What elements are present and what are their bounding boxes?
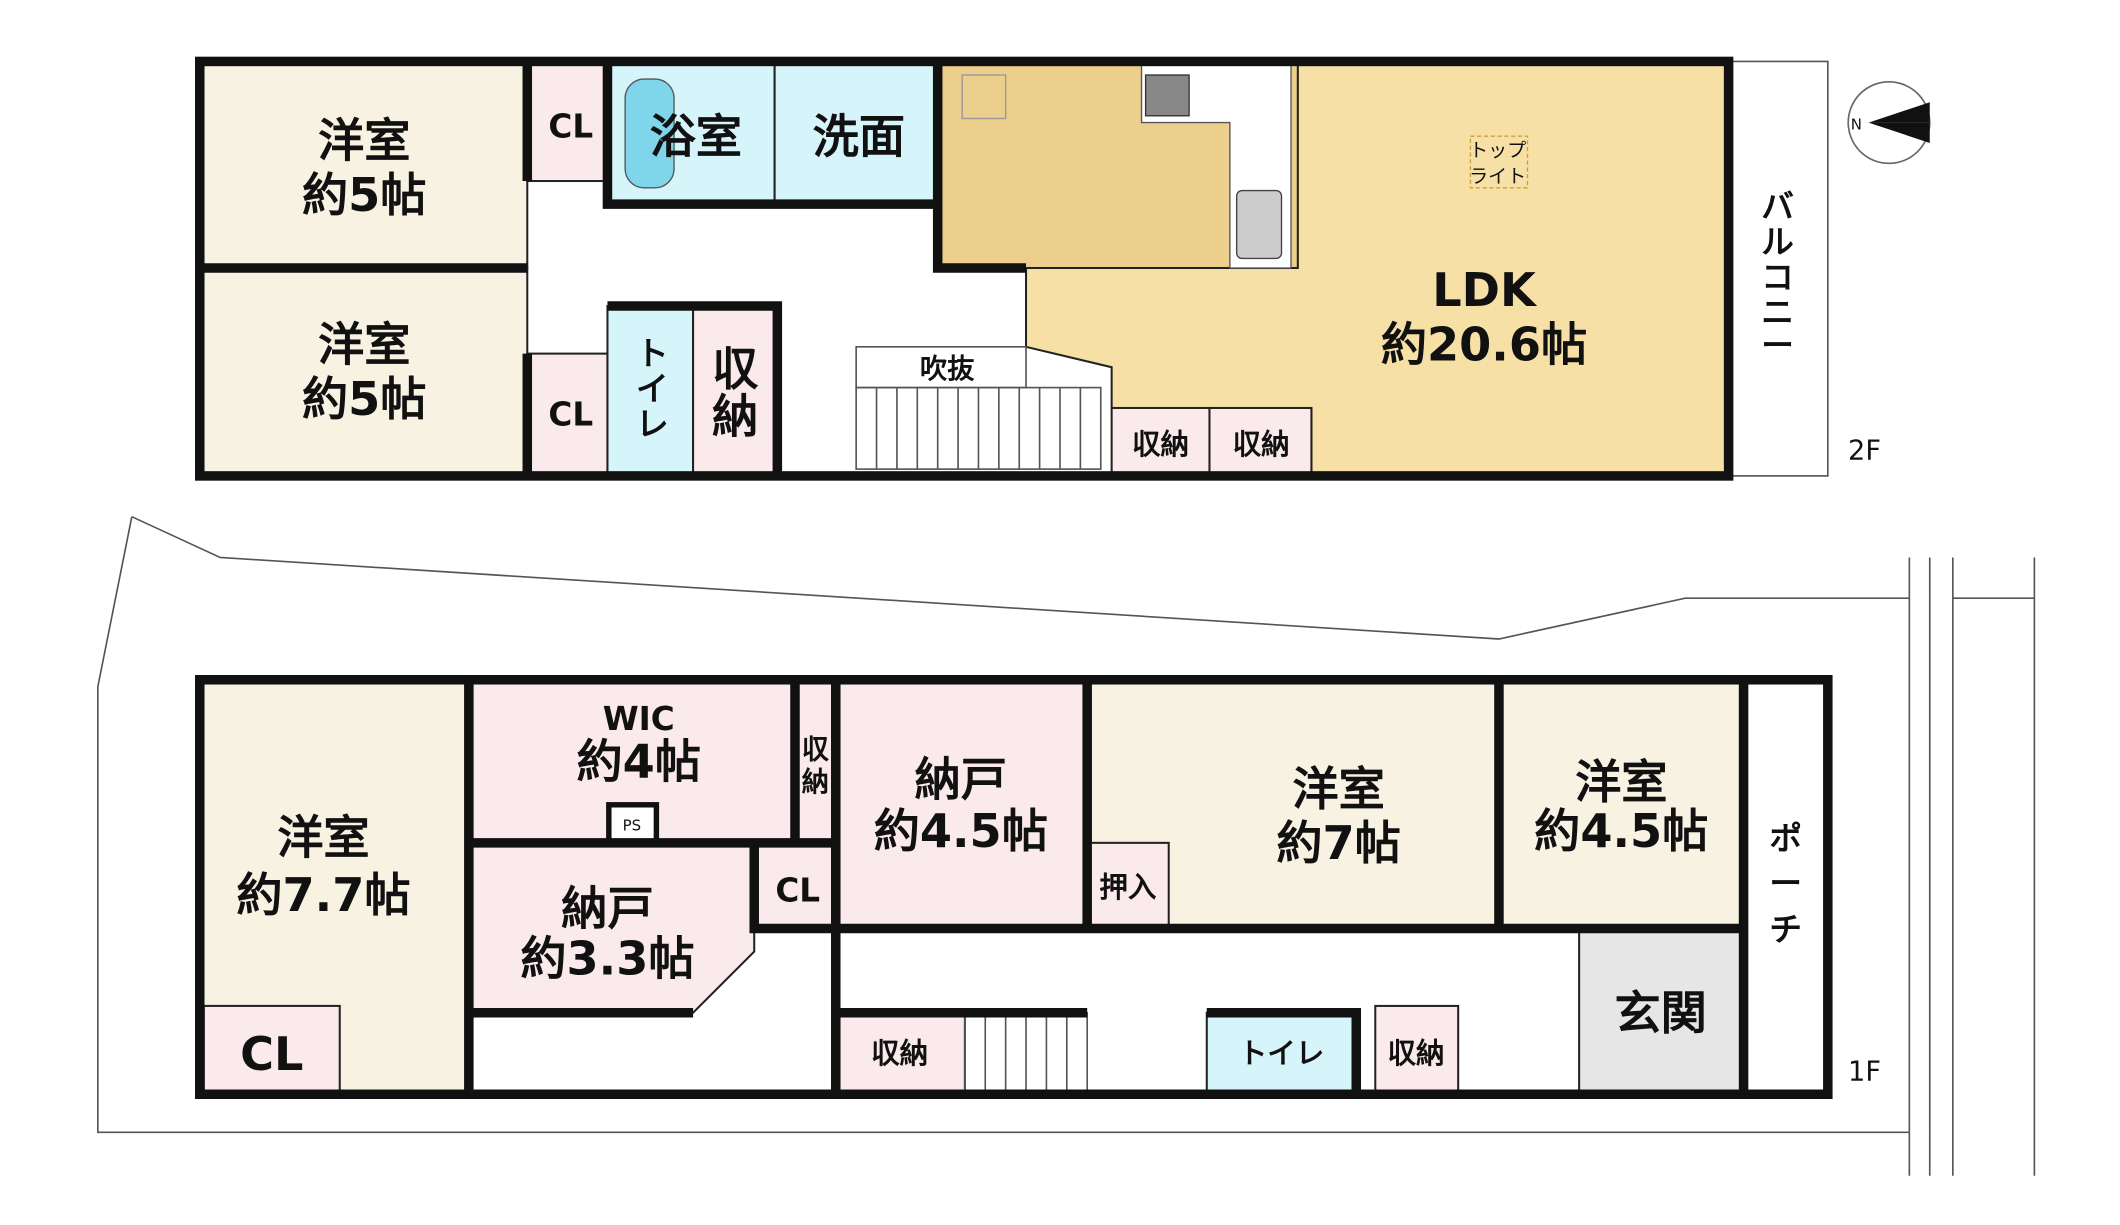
label: イ: [636, 370, 669, 408]
skylight-kitchen-icon: [961, 74, 1007, 120]
label: CL: [775, 871, 820, 909]
compass-label: N: [1851, 115, 1862, 133]
closet-1f-left: [202, 1004, 341, 1096]
north-arrow-icon: [1868, 102, 1930, 123]
label: 玄関: [1614, 986, 1706, 1040]
floor-label-1f: 1F: [1848, 1057, 1881, 1088]
label: LDK: [1432, 263, 1538, 317]
label: 収納: [1132, 428, 1189, 461]
label: 浴室: [650, 109, 742, 163]
room-western-2f-bottom: [198, 266, 529, 477]
sink-icon: [1235, 189, 1283, 260]
stairs-1f: [964, 1011, 1088, 1096]
label: PS: [623, 817, 642, 835]
label: 収: [712, 342, 759, 396]
floor-1f: 洋室 約7.7帖 CL WIC 約4帖 PS 収 納 納戸 約3.3帖 CL 納…: [195, 675, 1881, 1100]
label: チ: [1769, 911, 1802, 949]
label: CL: [548, 396, 593, 434]
site-boundary: [97, 515, 2036, 1176]
washroom: [773, 60, 939, 206]
label: 洗面: [813, 109, 905, 163]
closet-2f-top: [526, 60, 609, 183]
label: 約7帖: [1276, 816, 1401, 870]
label: コ: [1761, 258, 1794, 296]
label: 約4帖: [576, 735, 701, 789]
label: 収納: [1233, 428, 1290, 461]
skylight-box: [1469, 135, 1529, 189]
floor-label-2f: 2F: [1848, 436, 1881, 467]
label: 納: [802, 766, 829, 798]
floor-2f: 洋室 約5帖 洋室 約5帖 CL CL 浴室 洗面 ト イ レ 収 納 吹抜 L…: [195, 56, 1881, 481]
label: 約5帖: [302, 372, 427, 426]
label: WIC: [603, 700, 675, 738]
label: ライト: [1469, 165, 1526, 187]
label: 納戸: [561, 881, 653, 935]
label: ポ: [1769, 820, 1802, 858]
exterior-wall-1f: [195, 675, 1833, 1100]
label: 収納: [871, 1037, 928, 1070]
label: 洋室: [318, 317, 410, 371]
oshiire-closet: [1086, 841, 1170, 930]
label: 収納: [1388, 1037, 1445, 1070]
toilet-2f: [606, 305, 695, 477]
label: レ: [636, 405, 669, 443]
storeroom-45: [834, 678, 1089, 930]
label: 約7.7帖: [236, 868, 410, 922]
label: ル: [1761, 223, 1794, 261]
label: 洋室: [277, 811, 369, 865]
storage-1f-right: [1374, 1004, 1460, 1096]
label: 約3.3帖: [520, 932, 694, 986]
label: ト: [636, 334, 669, 372]
label: 洋室: [1575, 755, 1667, 809]
label: トップ: [1469, 140, 1526, 162]
label: 洋室: [318, 114, 410, 168]
pipe-space: [606, 802, 660, 846]
label: バ: [1761, 188, 1794, 226]
compass: N: [1847, 81, 1931, 165]
label: 納戸: [915, 752, 1007, 806]
label: 約20.6帖: [1381, 317, 1587, 371]
stairs-2f: [855, 386, 1102, 470]
label: ー: [1761, 326, 1794, 364]
label: 約4.5帖: [1534, 804, 1708, 858]
label: 納: [712, 389, 758, 443]
label: 約4.5帖: [874, 804, 1048, 858]
label: CL: [240, 1027, 303, 1081]
label: 約5帖: [302, 168, 427, 222]
label: ー: [1769, 864, 1802, 902]
stove-icon: [1144, 74, 1190, 117]
bathtub-icon: [624, 78, 675, 189]
entrance-genkan: [1578, 927, 1745, 1096]
label: 収: [802, 735, 830, 766]
storage-2f: [692, 305, 779, 477]
label: CL: [548, 108, 593, 146]
label: 吹抜: [920, 354, 975, 385]
label: 洋室: [1292, 762, 1384, 816]
label: ニ: [1761, 294, 1794, 332]
label: トイレ: [1239, 1037, 1325, 1070]
storage-ldk-a: [1110, 406, 1211, 477]
toilet-1f: [1205, 1011, 1358, 1096]
label: 押入: [1099, 871, 1157, 904]
